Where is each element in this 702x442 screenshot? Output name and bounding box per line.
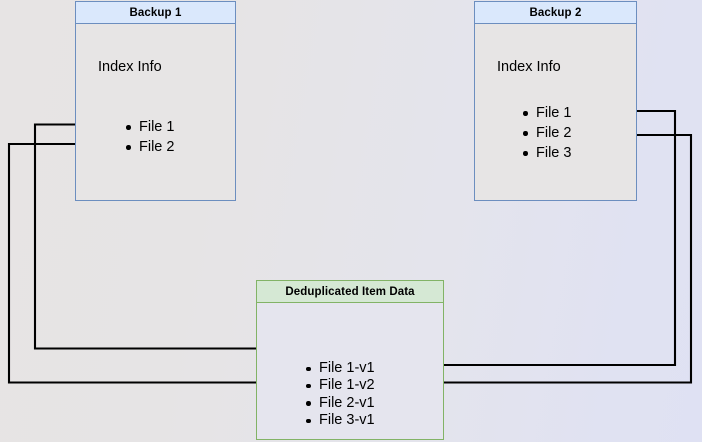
list-item[interactable]: File 1-v1 (306, 360, 375, 377)
list-item[interactable]: File 3 (523, 143, 571, 163)
deduplicated-item-data-box[interactable]: Deduplicated Item Data File 1-v1 File 1-… (256, 280, 444, 440)
list-item[interactable]: File 1 (523, 103, 571, 123)
backup-1-body: Index Info File 1 File 2 (76, 24, 235, 200)
backup-1-box[interactable]: Backup 1 Index Info File 1 File 2 (75, 1, 236, 201)
backup-2-caption: Index Info (497, 59, 561, 75)
list-item[interactable]: File 2 (523, 123, 571, 143)
backup-1-file-list: File 1 File 2 (126, 117, 174, 157)
backup-2-box[interactable]: Backup 2 Index Info File 1 File 2 File 3 (474, 1, 637, 201)
backup-1-title: Backup 1 (76, 2, 235, 24)
deduplicated-item-data-body: File 1-v1 File 1-v2 File 2-v1 File 3-v1 (257, 303, 443, 439)
list-item[interactable]: File 2 (126, 137, 174, 157)
list-item[interactable]: File 3-v1 (306, 412, 375, 429)
connector-backup2-file2 (390, 133, 693, 389)
backup-1-caption: Index Info (98, 59, 162, 75)
list-item[interactable]: File 2-v1 (306, 395, 375, 412)
backup-2-title: Backup 2 (475, 2, 636, 24)
deduplicated-item-data-title: Deduplicated Item Data (257, 281, 443, 303)
connector-backup1-file2 (7, 142, 301, 389)
backup-2-file-list: File 1 File 2 File 3 (523, 103, 571, 163)
list-item[interactable]: File 1-v2 (306, 377, 375, 394)
list-item[interactable]: File 1 (126, 117, 174, 137)
backup-2-body: Index Info File 1 File 2 File 3 (475, 24, 636, 200)
dedup-file-list: File 1-v1 File 1-v2 File 2-v1 File 3-v1 (306, 360, 375, 430)
